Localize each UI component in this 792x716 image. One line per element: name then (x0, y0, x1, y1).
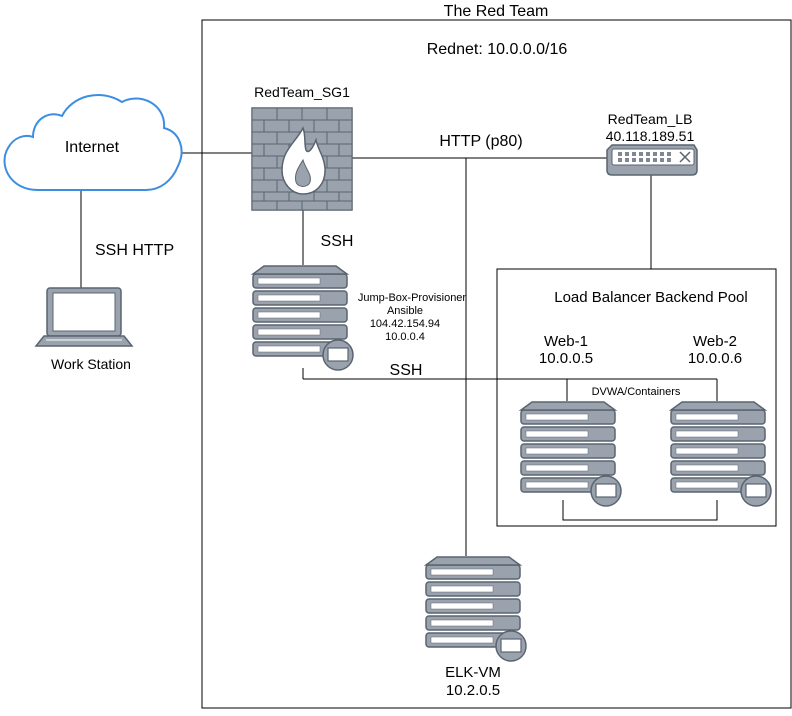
web1-ip-label: 10.0.0.5 (539, 350, 593, 367)
containers-label: DVWA/Containers (592, 386, 681, 398)
firewall-label: RedTeam_SG1 (254, 84, 350, 100)
elk-ip-label: 10.2.0.5 (446, 682, 500, 699)
web2-ip-label: 10.0.0.6 (688, 350, 742, 367)
connection-lines (80, 152, 718, 556)
web2-name-label: Web-2 (693, 333, 737, 350)
lb-ip-label: 40.118.189.51 (606, 128, 695, 144)
red-team-boundary (201, 19, 792, 709)
elk-name-label: ELK-VM (445, 664, 501, 681)
jumpbox-role-label: Ansible (387, 305, 423, 317)
web1-server-icon (520, 401, 622, 507)
jumpbox-private-ip-label: 10.0.0.4 (385, 331, 425, 343)
web1-name-label: Web-1 (544, 333, 588, 350)
backend-pool-box (496, 268, 777, 527)
cloud-icon (3, 93, 183, 191)
elk-server-icon (425, 556, 527, 662)
load-balancer-icon (606, 144, 698, 176)
lb-name-label: RedTeam_LB (608, 111, 693, 127)
red-team-title: The Red Team (444, 3, 549, 20)
web2-server-icon (670, 401, 772, 507)
firewall-icon (251, 107, 353, 211)
workstation-label: Work Station (51, 356, 131, 372)
ssh-http-label: SSH HTTP (95, 242, 174, 259)
internet-label: Internet (65, 139, 120, 156)
link-web1-web2 (562, 500, 718, 521)
ssh-jumpbox-web-label: SSH (390, 362, 423, 379)
jumpbox-server-icon (252, 265, 354, 371)
http-label: HTTP (p80) (439, 133, 522, 150)
backend-pool-label: Load Balancer Backend Pool (554, 289, 747, 306)
jumpbox-name-label: Jump-Box-Provisioner (358, 292, 467, 304)
rednet-label: Rednet: 10.0.0.0/16 (427, 41, 568, 58)
jumpbox-public-ip-label: 104.42.154.94 (370, 318, 440, 330)
laptop-icon (34, 287, 134, 347)
ssh-firewall-jumpbox-label: SSH (321, 233, 354, 250)
